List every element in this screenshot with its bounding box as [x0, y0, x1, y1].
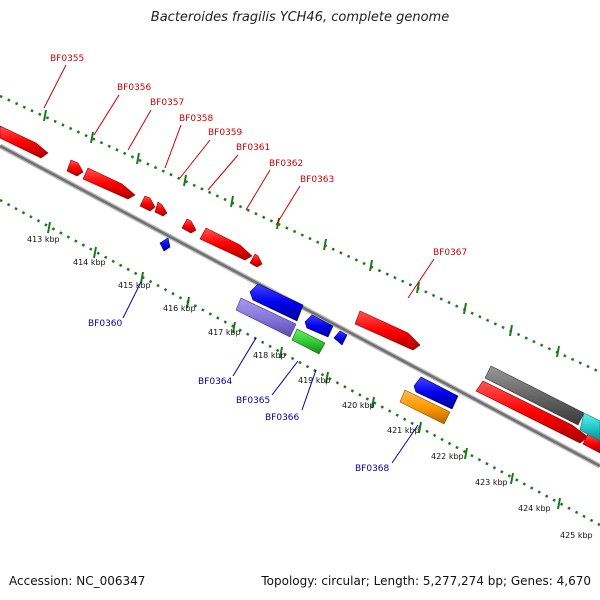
kbp-label: 419 kbp — [298, 376, 331, 385]
reverse-gene-labels: BF0360 BF0364 BF0365 BF0366 BF0368 — [88, 319, 390, 474]
gene-bf0359-arrow[interactable] — [154, 201, 168, 217]
inner-dotted-track — [0, 198, 600, 527]
genome-title: Bacteroides fragilis YCH46, complete gen… — [150, 10, 450, 25]
gene-bf0360-arrow[interactable] — [159, 237, 171, 252]
gene-bf0357-arrow[interactable] — [82, 167, 136, 200]
forward-features — [0, 125, 600, 454]
kbp-label: 417 kbp — [208, 328, 241, 337]
gene-bf0367-arrow[interactable] — [354, 310, 421, 351]
gene-label-bf0355[interactable]: BF0355 — [50, 54, 84, 64]
outer-tick-marks — [43, 109, 560, 358]
accession-text: Accession: NC_006347 — [9, 574, 146, 588]
gene-label-bf0361[interactable]: BF0361 — [236, 143, 270, 153]
gene-cyan-block[interactable] — [579, 412, 600, 442]
kbp-label: 414 kbp — [73, 258, 106, 267]
gene-bf0355-arrow[interactable] — [0, 125, 49, 159]
gene-green-block[interactable] — [291, 328, 326, 355]
topology-text: Topology: circular; Length: 5,277,274 bp… — [261, 574, 591, 588]
kbp-label: 420 kbp — [342, 401, 375, 410]
gene-label-bf0363[interactable]: BF0363 — [300, 175, 334, 185]
gene-label-bf0359[interactable]: BF0359 — [208, 128, 243, 138]
kbp-label: 422 kbp — [431, 452, 464, 461]
gene-label-bf0366[interactable]: BF0366 — [265, 413, 300, 423]
gene-label-bf0358[interactable]: BF0358 — [179, 114, 214, 124]
gene-bf0363-arrow[interactable] — [249, 253, 263, 268]
gene-bf0356-arrow[interactable] — [66, 159, 84, 177]
gene-bf0364-arrow[interactable] — [249, 283, 304, 322]
reverse-label-leaders — [122, 281, 419, 464]
gene-bf0358-arrow[interactable] — [139, 195, 156, 212]
gene-label-bf0364[interactable]: BF0364 — [198, 377, 233, 387]
gene-gray-block[interactable] — [484, 365, 585, 426]
gene-label-bf0367[interactable]: BF0367 — [433, 248, 467, 258]
gene-bf0362-arrow[interactable] — [199, 227, 253, 261]
gene-bf0368-arrow[interactable] — [413, 376, 459, 410]
gene-label-bf0362[interactable]: BF0362 — [269, 159, 303, 169]
inner-tick-marks — [47, 221, 561, 510]
kbp-label: 425 kbp — [560, 531, 593, 540]
gene-orange-block[interactable] — [399, 389, 451, 425]
gene-label-bf0368[interactable]: BF0368 — [355, 464, 390, 474]
gene-bf0361-arrow[interactable] — [181, 218, 197, 234]
gene-bf0365-arrow[interactable] — [304, 314, 334, 338]
kbp-label: 416 kbp — [163, 304, 196, 313]
forward-gene-labels: BF0355 BF0356 BF0357 BF0358 BF0359 BF036… — [50, 54, 467, 258]
kbp-label: 423 kbp — [475, 478, 508, 487]
gene-label-bf0357[interactable]: BF0357 — [150, 98, 184, 108]
forward-label-leaders — [43, 64, 435, 299]
kbp-label: 421 kbp — [387, 426, 420, 435]
kbp-label: 415 kbp — [118, 281, 151, 290]
kbp-label: 413 kbp — [27, 235, 60, 244]
gene-label-bf0360[interactable]: BF0360 — [88, 319, 123, 329]
gene-red-long-arrow[interactable] — [475, 380, 589, 444]
kbp-label: 418 kbp — [253, 351, 286, 360]
gene-bf0366-arrow[interactable] — [333, 330, 348, 346]
gene-label-bf0356[interactable]: BF0356 — [117, 83, 152, 93]
reverse-features — [159, 237, 459, 410]
kbp-labels: 413 kbp 414 kbp 415 kbp 416 kbp 417 kbp … — [27, 235, 593, 540]
gene-violet-block[interactable] — [235, 297, 297, 338]
kbp-label: 424 kbp — [518, 504, 551, 513]
gene-label-bf0365[interactable]: BF0365 — [236, 396, 270, 406]
